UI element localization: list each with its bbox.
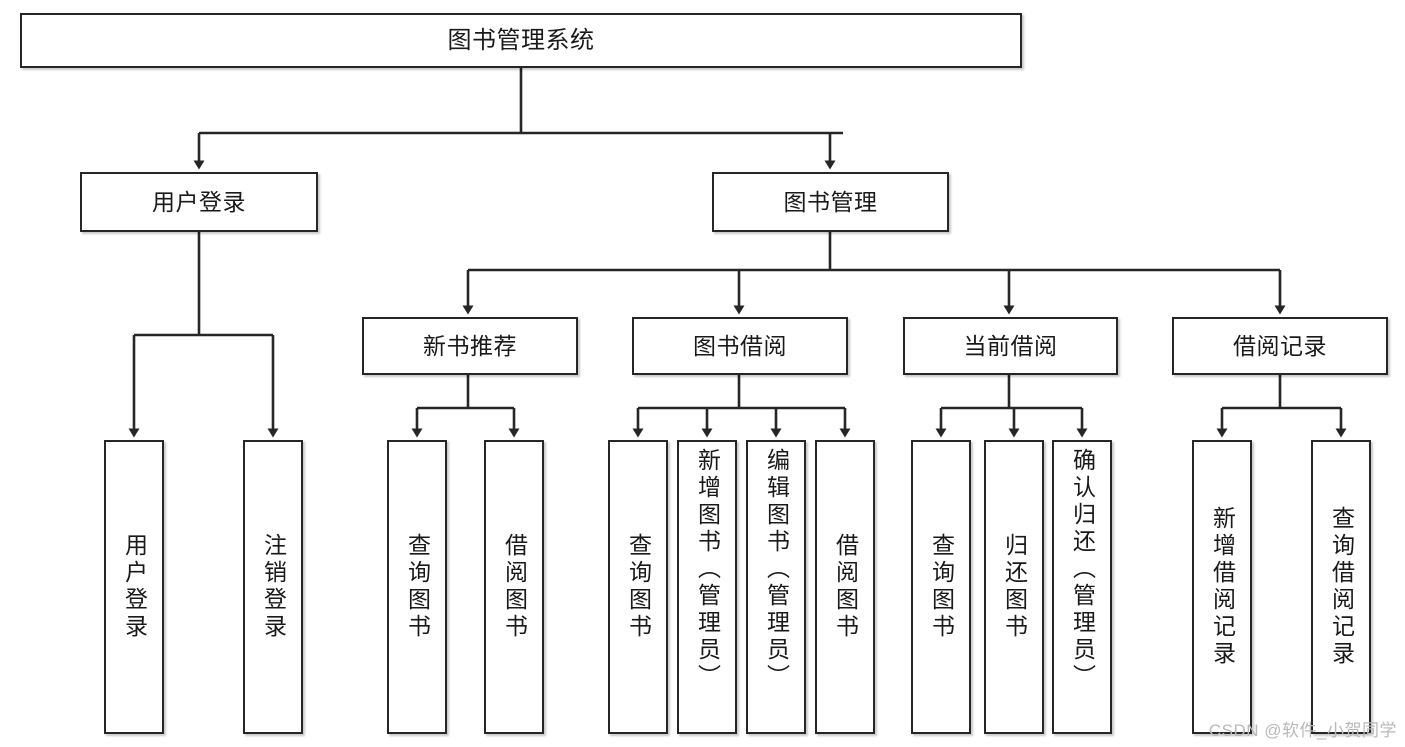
node-leaf-add-borrow-record-label: 新增借阅记录 [1209, 506, 1236, 668]
node-leaf-user-login[interactable]: 用户登录 [104, 440, 164, 734]
node-leaf-edit-book-admin[interactable]: 编辑图书（管理员） [746, 440, 806, 734]
node-leaf-return-book-label: 归还图书 [1001, 533, 1028, 641]
node-root-label: 图书管理系统 [447, 26, 595, 54]
node-book-borrow[interactable]: 图书借阅 [632, 317, 848, 375]
node-leaf-borrow-book-1-label: 借阅图书 [501, 533, 528, 641]
node-leaf-add-book-admin-label: 新增图书（管理员） [694, 448, 721, 691]
node-leaf-borrow-book-2-label: 借阅图书 [832, 533, 859, 641]
node-user-login[interactable]: 用户登录 [80, 172, 318, 232]
node-borrow-record[interactable]: 借阅记录 [1172, 317, 1388, 375]
node-leaf-query-book-1-label: 查询图书 [404, 533, 431, 641]
node-leaf-add-book-admin[interactable]: 新增图书（管理员） [677, 440, 737, 734]
node-new-book-recommend-label: 新书推荐 [423, 332, 517, 359]
node-leaf-add-borrow-record[interactable]: 新增借阅记录 [1192, 440, 1252, 734]
node-borrow-record-label: 借阅记录 [1233, 332, 1327, 359]
node-leaf-query-book-1[interactable]: 查询图书 [387, 440, 447, 734]
node-leaf-query-book-2[interactable]: 查询图书 [608, 440, 668, 734]
node-leaf-edit-book-admin-label: 编辑图书（管理员） [763, 448, 790, 691]
node-new-book-recommend[interactable]: 新书推荐 [362, 317, 578, 375]
node-leaf-confirm-return-admin-label: 确认归还（管理员） [1069, 448, 1096, 691]
node-leaf-query-borrow-record-label: 查询借阅记录 [1328, 506, 1355, 668]
node-leaf-return-book[interactable]: 归还图书 [984, 440, 1044, 734]
node-leaf-query-book-3-label: 查询图书 [928, 533, 955, 641]
node-book-manage-label: 图书管理 [783, 188, 878, 215]
node-leaf-query-borrow-record[interactable]: 查询借阅记录 [1311, 440, 1371, 734]
node-root[interactable]: 图书管理系统 [20, 13, 1022, 68]
node-leaf-query-book-2-label: 查询图书 [625, 533, 652, 641]
node-current-borrow[interactable]: 当前借阅 [903, 317, 1118, 375]
node-leaf-confirm-return-admin[interactable]: 确认归还（管理员） [1052, 440, 1112, 734]
node-leaf-borrow-book-1[interactable]: 借阅图书 [484, 440, 544, 734]
node-leaf-user-login-label: 用户登录 [121, 533, 148, 641]
watermark: CSDN @软件_小贺同学 [1208, 721, 1397, 740]
node-current-borrow-label: 当前借阅 [963, 332, 1058, 359]
node-book-manage[interactable]: 图书管理 [712, 172, 949, 232]
node-leaf-user-logout[interactable]: 注销登录 [243, 440, 303, 734]
node-book-borrow-label: 图书借阅 [693, 332, 787, 359]
node-user-login-label: 用户登录 [152, 188, 246, 215]
node-leaf-user-logout-label: 注销登录 [260, 533, 287, 641]
node-leaf-borrow-book-2[interactable]: 借阅图书 [815, 440, 875, 734]
node-leaf-query-book-3[interactable]: 查询图书 [911, 440, 971, 734]
